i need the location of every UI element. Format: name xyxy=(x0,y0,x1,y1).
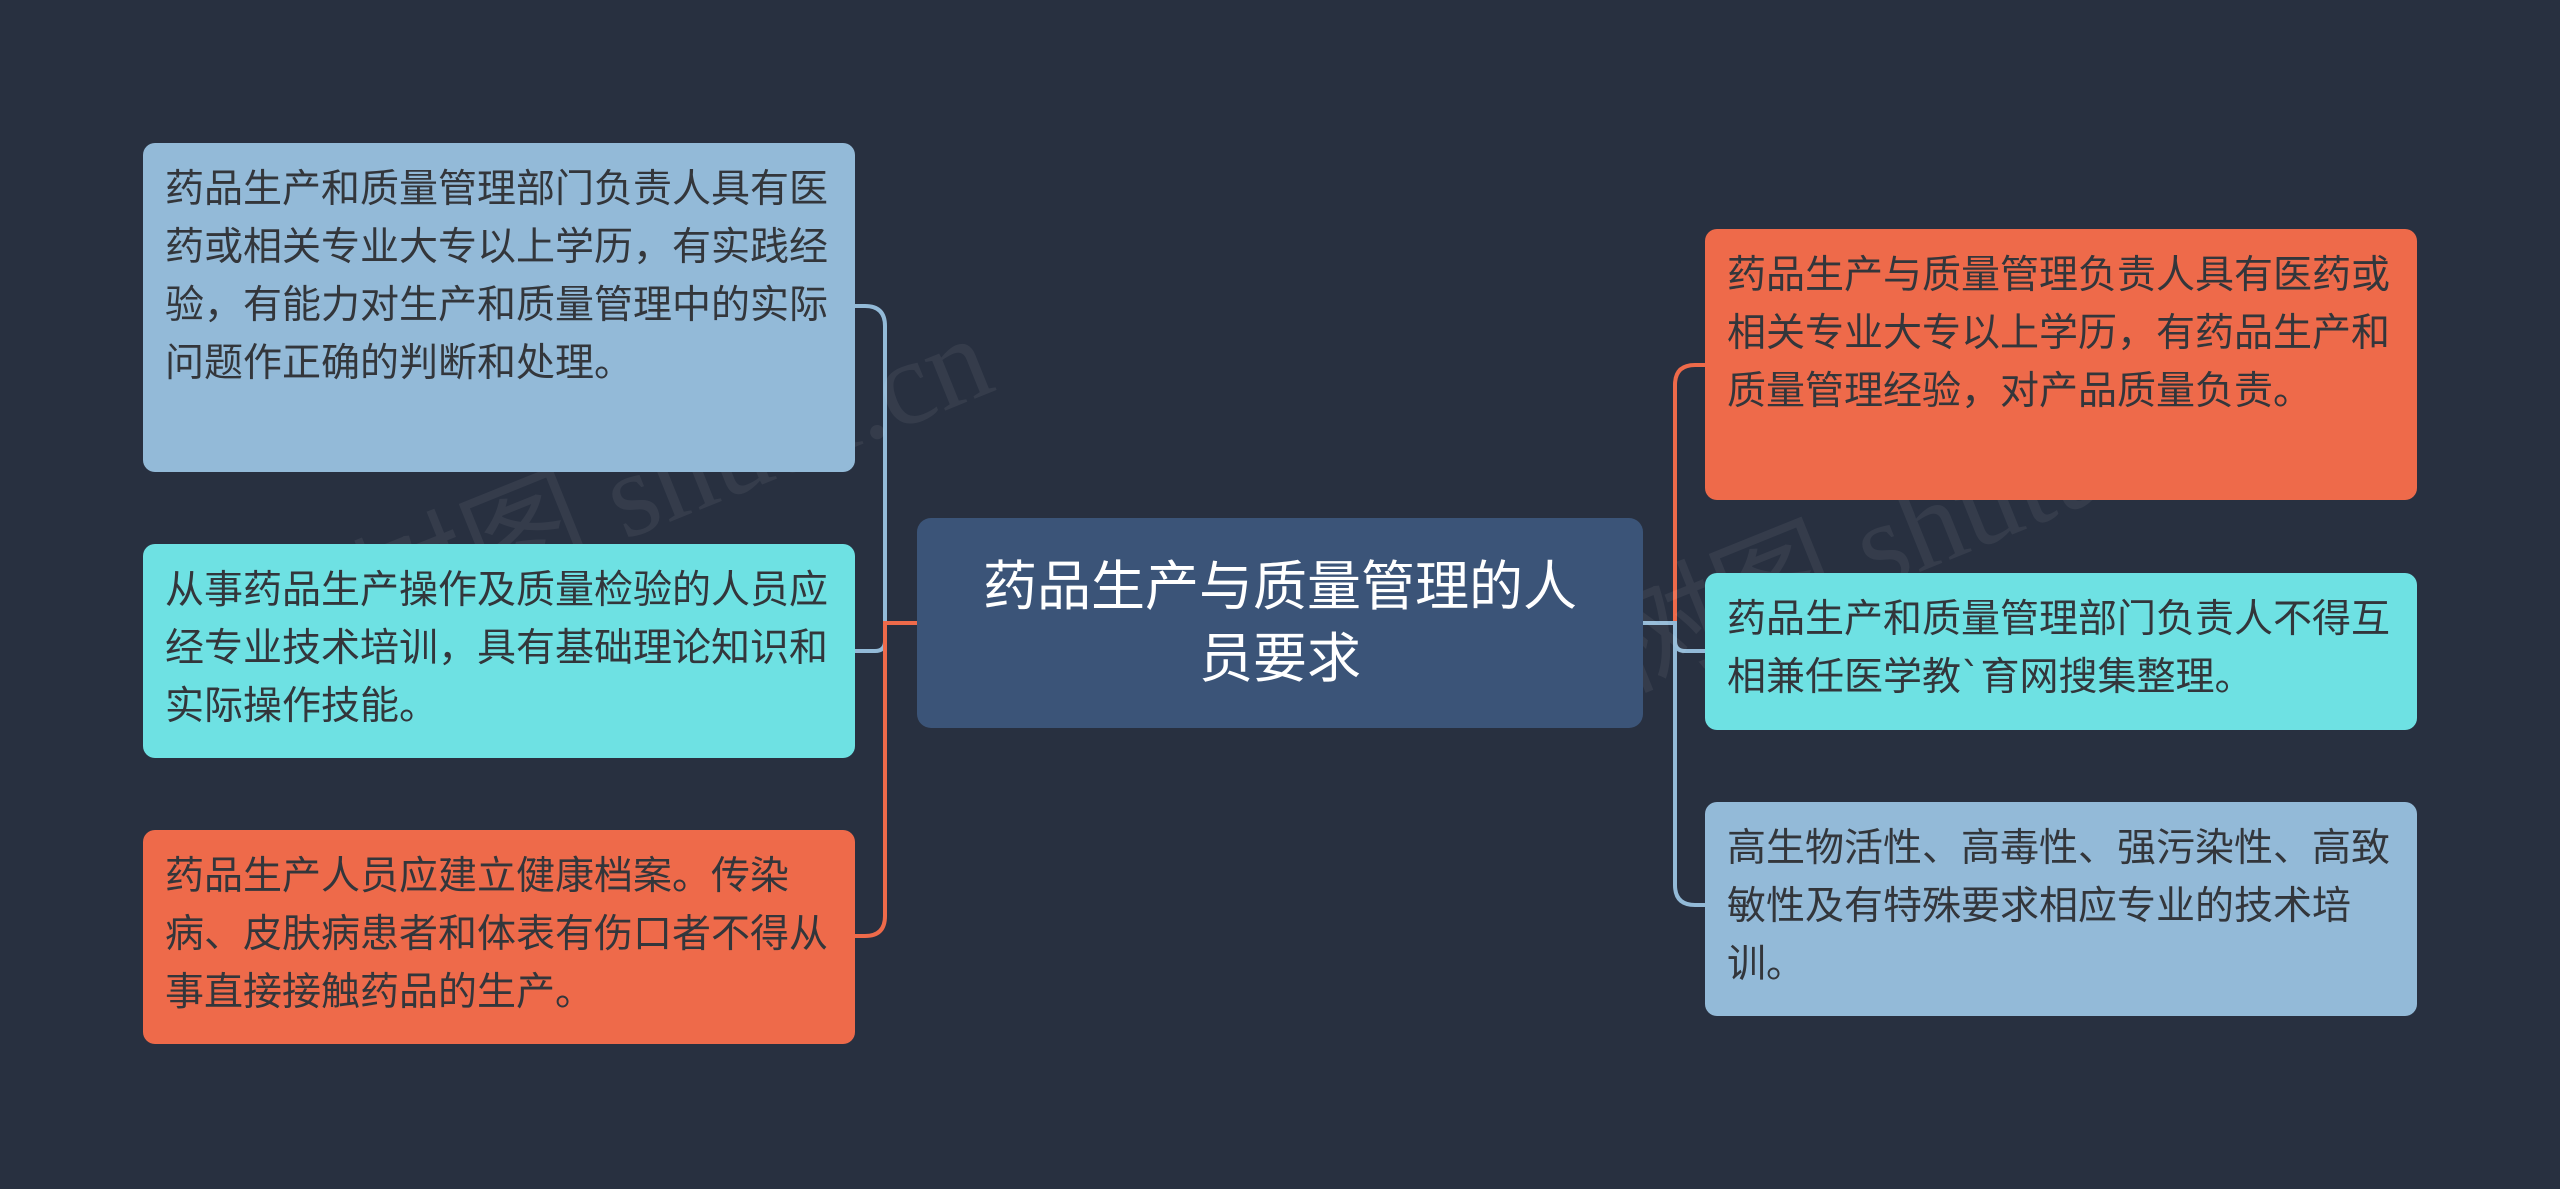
connector-right-3 xyxy=(1643,621,1705,907)
left-topic-label-3: 药品生产人员应建立健康档案。传染病、皮肤病患者和体表有伤口者不得从事直接接触药品… xyxy=(165,854,829,1015)
right-topic-node-1[interactable]: 药品生产与质量管理负责人具有医药或相关专业大专以上学历，有药品生产和质量管理经验… xyxy=(1705,229,2417,500)
connector-left-3 xyxy=(855,621,917,938)
left-topic-node-1[interactable]: 药品生产和质量管理部门负责人具有医药或相关专业大专以上学历，有实践经验，有能力对… xyxy=(143,143,855,472)
connector-left-1 xyxy=(855,304,917,625)
right-topic-label-1: 药品生产与质量管理负责人具有医药或相关专业大专以上学历，有药品生产和质量管理经验… xyxy=(1727,253,2391,414)
right-topic-node-2[interactable]: 药品生产和质量管理部门负责人不得互相兼任医学教`育网搜集整理。 xyxy=(1705,573,2417,730)
right-topic-label-3: 高生物活性、高毒性、强污染性、高致敏性及有特殊要求相应专业的技术培训。 xyxy=(1727,826,2391,987)
root-topic-node[interactable]: 药品生产与质量管理的人员要求 xyxy=(917,518,1643,728)
left-topic-node-3[interactable]: 药品生产人员应建立健康档案。传染病、皮肤病患者和体表有伤口者不得从事直接接触药品… xyxy=(143,830,855,1044)
root-topic-label: 药品生产与质量管理的人员要求 xyxy=(983,555,1577,690)
left-topic-node-2[interactable]: 从事药品生产操作及质量检验的人员应经专业技术培训，具有基础理论知识和实际操作技能… xyxy=(143,544,855,758)
left-topic-label-1: 药品生产和质量管理部门负责人具有医药或相关专业大专以上学历，有实践经验，有能力对… xyxy=(165,167,829,386)
connector-right-1 xyxy=(1643,363,1705,625)
left-topic-label-2: 从事药品生产操作及质量检验的人员应经专业技术培训，具有基础理论知识和实际操作技能… xyxy=(165,568,829,729)
right-topic-node-3[interactable]: 高生物活性、高毒性、强污染性、高致敏性及有特殊要求相应专业的技术培训。 xyxy=(1705,802,2417,1016)
right-topic-label-2: 药品生产和质量管理部门负责人不得互相兼任医学教`育网搜集整理。 xyxy=(1727,597,2391,700)
